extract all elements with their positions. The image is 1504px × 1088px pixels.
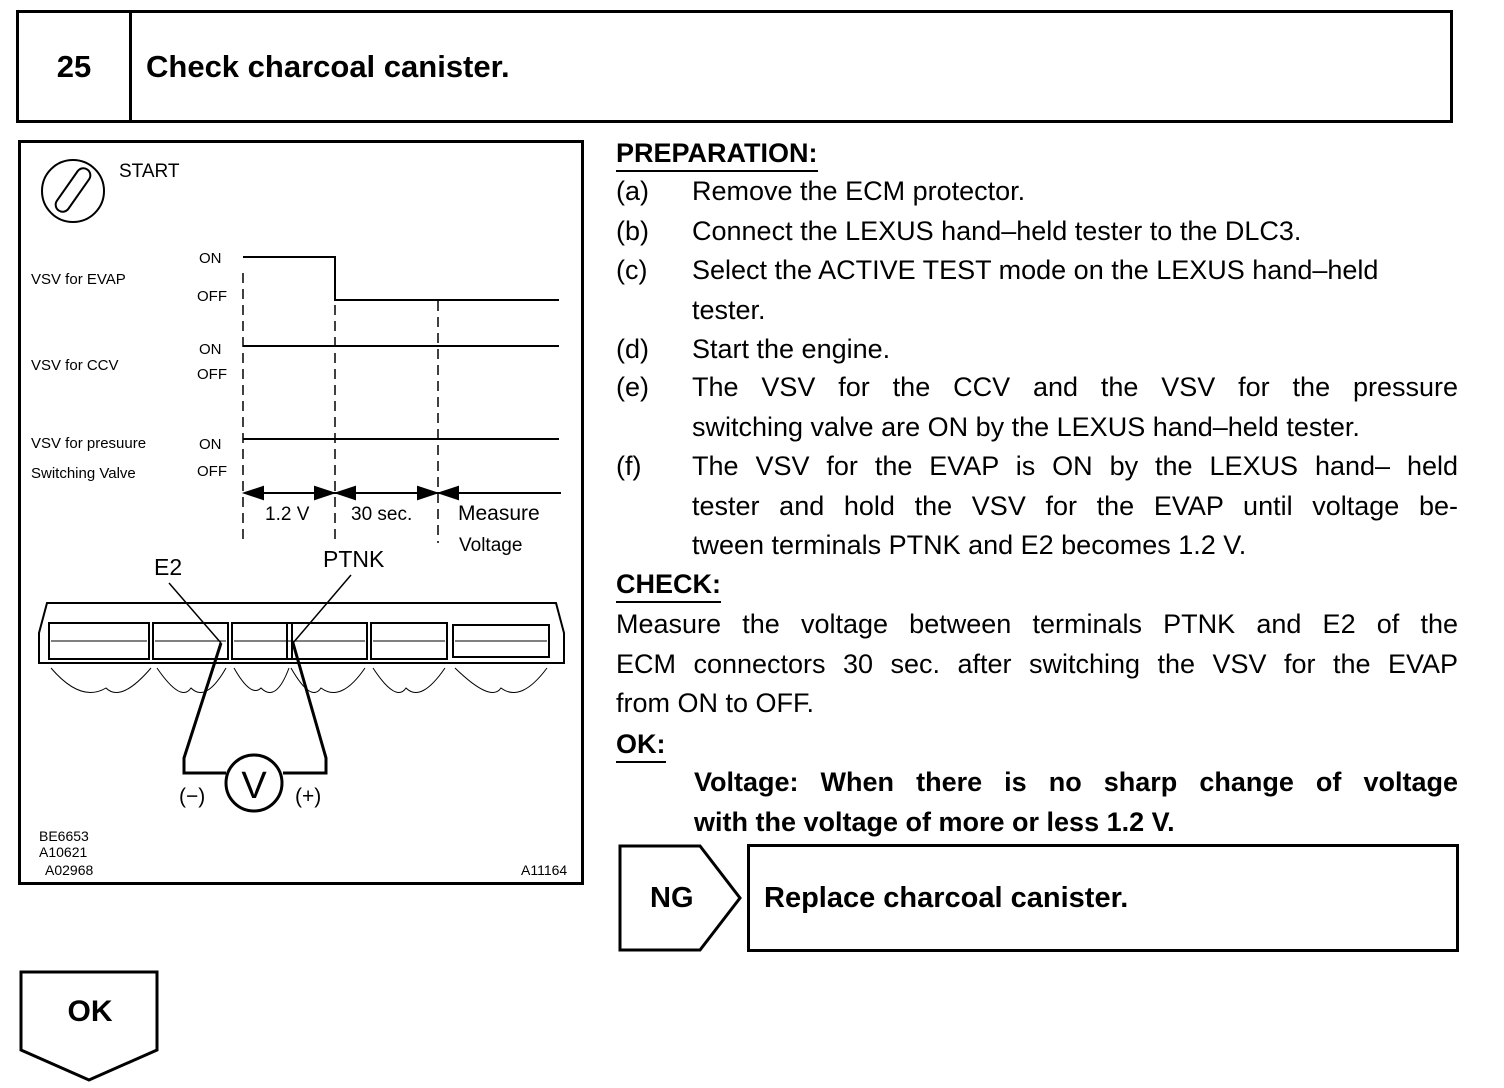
ng-arrow-shape [618,844,742,952]
meter-pos: (+) [295,785,321,808]
code-2: A10621 [39,844,87,860]
interval-1: 1.2 V [265,504,310,525]
interval-2: 30 sec. [351,504,412,525]
signal-off-ccv: OFF [197,366,227,383]
step-number: 25 [19,13,132,120]
code-1: BE6653 [39,828,89,844]
signal-on-ccv: ON [199,341,222,358]
ng-label: NG [650,882,694,914]
step-label: (e) [616,372,649,402]
step-text: Start the engine. [692,334,891,364]
signal-label-psv-1: VSV for presuure [31,435,146,452]
preparation-heading: PREPARATION: [616,137,818,172]
check-heading: CHECK: [616,568,721,603]
step-label: (d) [616,334,649,364]
step-title: Check charcoal canister. [146,49,510,84]
step-label: (c) [616,255,648,285]
step-text: Select the ACTIVE TEST mode on the LEXUS… [692,255,1379,285]
waveform-evap [243,256,559,301]
meter-neg: (−) [179,785,205,808]
step-label: (b) [616,216,649,246]
voltmeter-symbol: V [241,765,267,807]
step-text: The VSV for the CCV and the VSV for the … [692,372,1458,402]
ok-heading: OK: [616,728,666,763]
ignition-switch-icon [41,159,105,223]
step-label: (a) [616,176,649,206]
ng-action-box: Replace charcoal canister. [747,844,1459,952]
signal-off-evap: OFF [197,288,227,305]
code-3: A02968 [45,862,93,878]
signal-label-psv-2: Switching Valve [31,465,136,482]
check-text-line: Measure the voltage between terminals PT… [616,609,1458,639]
check-text-line: from ON to OFF. [616,688,815,718]
step-text: Remove the ECM protector. [692,176,1026,206]
ok-flow-label: OK [67,995,113,1028]
step-text: Connect the LEXUS hand–held tester to th… [692,216,1302,246]
interval-3: Measure [458,502,540,525]
timing-diagram-figure: START VSV for EVAP ON OFF VSV for CCV ON… [18,140,584,885]
ecm-connector [38,574,565,693]
ok-spec-line: Voltage: When there is no sharp change o… [694,767,1458,797]
step-header: 25 Check charcoal canister. [16,10,1453,123]
check-text-line: ECM connectors 30 sec. after switching t… [616,649,1458,679]
signal-label-evap: VSV for EVAP [31,271,126,288]
start-label: START [119,161,180,182]
signal-label-ccv: VSV for CCV [31,357,119,374]
meter-leads [182,642,328,775]
step-text: tester and hold the VSV for the EVAP unt… [692,491,1458,521]
terminal-ptnk-label: PTNK [323,546,385,572]
interval-arrows [241,485,561,501]
step-text: The VSV for the EVAP is ON by the LEXUS … [692,451,1458,481]
ok-flow-arrow [19,970,159,1082]
figure-id: A11164 [521,862,567,878]
interval-3b: Voltage [459,535,522,556]
step-text: switching valve are ON by the LEXUS hand… [692,412,1360,442]
voltmeter: V [224,753,284,813]
terminal-e2-label: E2 [154,554,182,580]
ok-spec-line: with the voltage of more or less 1.2 V. [694,807,1175,837]
time-markers [242,273,439,543]
diagram-svg: START VSV for EVAP ON OFF VSV for CCV ON… [31,159,567,878]
step-text: tester. [692,295,766,325]
signal-on-evap: ON [199,250,222,267]
step-label: (f) [616,451,642,481]
signal-off-psv: OFF [197,463,227,480]
signal-on-psv: ON [199,436,222,453]
step-text: tween terminals PTNK and E2 becomes 1.2 … [692,530,1247,560]
ng-action-text: Replace charcoal canister. [764,882,1129,914]
timing-waveforms [243,256,559,440]
